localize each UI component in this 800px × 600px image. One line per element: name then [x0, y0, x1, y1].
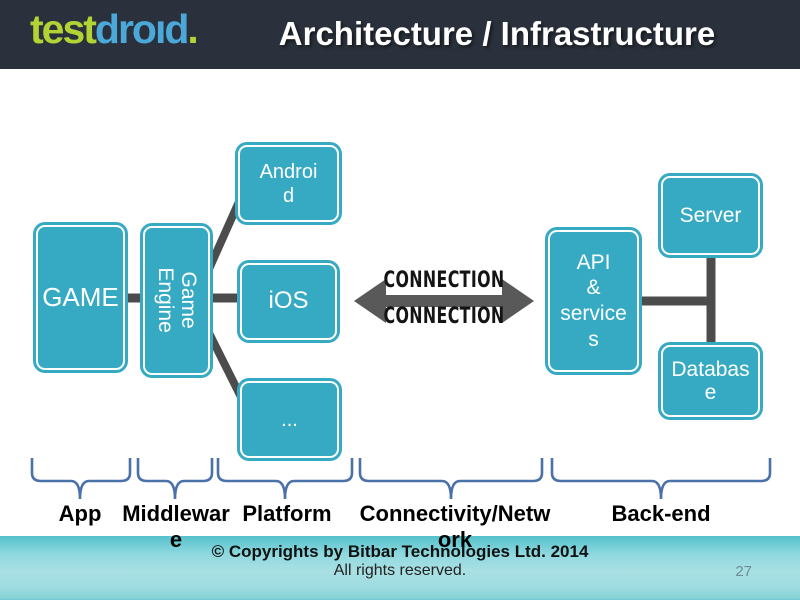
node-server: Server [658, 173, 763, 258]
node-ios-label: iOS [240, 263, 337, 340]
node-android: Androi d [235, 142, 342, 225]
node-api-services: API & service s [545, 227, 642, 375]
node-more-label: ... [240, 381, 339, 458]
slide-title: Architecture / Infrastructure [278, 15, 716, 52]
group-label-platform: Platform [242, 501, 332, 526]
copyright-line2: All rights reserved. [333, 562, 467, 579]
brace-middleware [136, 458, 214, 500]
logo-dot: . [187, 6, 198, 52]
node-game-engine: Game Engine [140, 223, 213, 378]
logo-text-test: test [30, 6, 97, 52]
group-label-connectivity: Connectivity/Netw ork [359, 501, 551, 552]
node-database-label: Databas e [661, 345, 760, 417]
node-server-label: Server [661, 176, 760, 255]
brace-app [30, 458, 132, 500]
node-game-label: GAME [36, 225, 125, 370]
group-label-app: App [58, 501, 102, 526]
brace-platform [216, 458, 354, 500]
header-bar: testdroıd. Architecture / Infrastructure [0, 0, 800, 69]
connection-label-top: CONNECTION [383, 268, 505, 293]
group-label-backend: Back-end [611, 501, 711, 526]
testdroid-logo: testdroıd. [30, 6, 199, 52]
connection-arrow [354, 279, 534, 323]
brace-backend [550, 458, 772, 500]
copyright-line1: © Copyrights by Bitbar Technologies Ltd.… [211, 542, 589, 561]
node-more: ... [237, 378, 342, 461]
footer-band: © Copyrights by Bitbar Technologies Ltd.… [0, 536, 800, 600]
node-game-engine-label: Game Engine [153, 267, 200, 334]
group-label-middleware: Middlewar e [122, 501, 230, 552]
copyright-text: © Copyrights by Bitbar Technologies Ltd.… [0, 542, 800, 580]
node-android-label: Androi d [238, 145, 339, 222]
brace-connectivity [358, 458, 544, 500]
logo-text-droid: droıd [94, 6, 189, 52]
page-number: 27 [735, 563, 752, 580]
node-game: GAME [33, 222, 128, 373]
node-database: Databas e [658, 342, 763, 420]
node-api-services-label: API & service s [548, 230, 639, 372]
connection-label-bottom: CONNECTION [383, 304, 505, 329]
node-ios: iOS [237, 260, 340, 343]
